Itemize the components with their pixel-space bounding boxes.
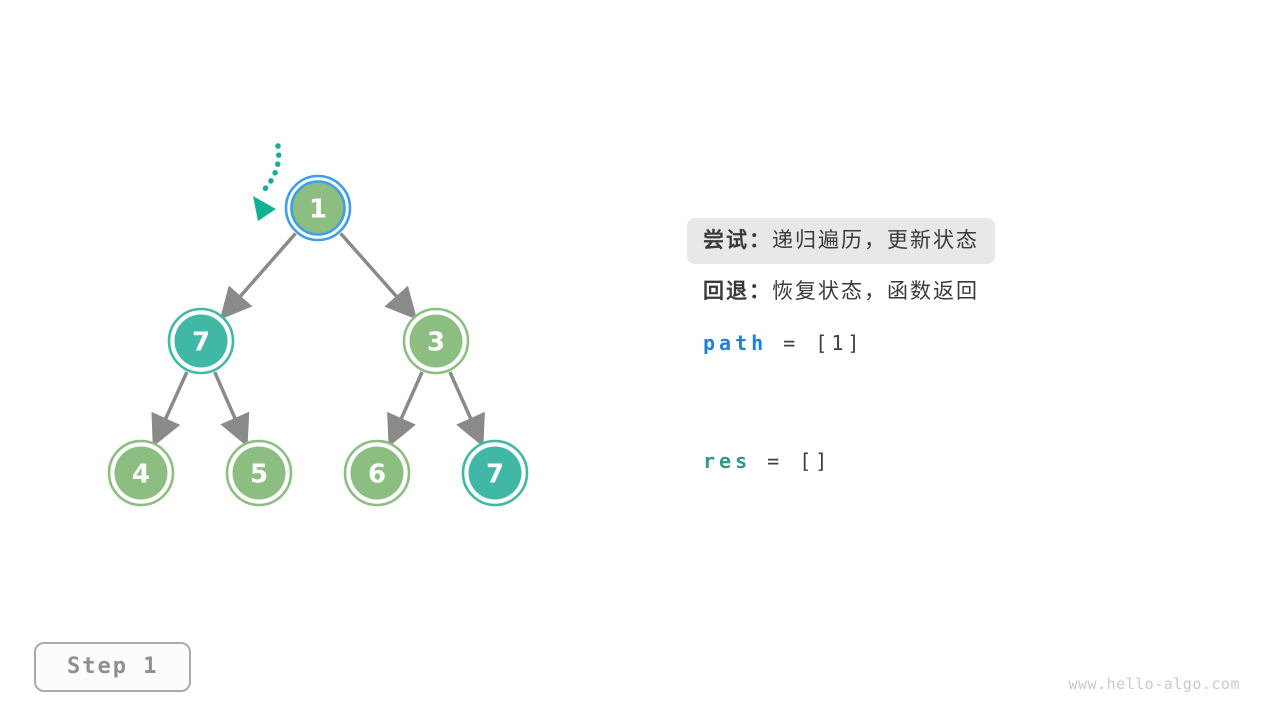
tree-node-4: 4 [107, 439, 175, 507]
node-circle [174, 314, 228, 368]
node-value: 6 [368, 459, 386, 489]
node-value: 1 [309, 194, 327, 224]
node-circle [468, 446, 522, 500]
pointer-arrowhead-icon [253, 196, 276, 221]
node-value: 4 [132, 459, 150, 489]
node-value: 5 [250, 459, 268, 489]
backtrack-label: 回退： [703, 280, 772, 303]
tree-node-6: 6 [343, 439, 411, 507]
path-variable-line: path = [1] [703, 331, 863, 355]
node-value: 7 [192, 327, 210, 357]
node-circle [350, 446, 404, 500]
try-label: 尝试： [703, 229, 772, 252]
tree-edges [151, 232, 485, 448]
try-text: 递归遍历，更新状态 [772, 229, 979, 252]
backtrack-callout: 回退：恢复状态，函数返回 [703, 269, 979, 315]
res-variable-value: = [] [751, 449, 832, 473]
backtrack-text: 恢复状态，函数返回 [772, 280, 979, 303]
node-circle [290, 180, 346, 236]
node-circle [232, 446, 286, 500]
try-callout: 尝试：递归遍历，更新状态 [687, 218, 995, 264]
tree-edge-n7l-n5 [213, 371, 250, 447]
tree-edge-n3-n7r [448, 371, 485, 447]
current-node-pointer-arrow [253, 143, 282, 221]
tree-edge-n7l-n4 [151, 371, 189, 448]
tree-edge-n3-n6 [387, 371, 424, 447]
watermark: www.hello-algo.com [1068, 675, 1240, 693]
node-value: 3 [427, 327, 445, 357]
binary-tree-diagram: 1 7 3 4 5 6 7 [107, 143, 529, 507]
tree-node-3: 3 [402, 307, 470, 375]
tree-node-7: 7 [167, 307, 235, 375]
node-circle [114, 446, 168, 500]
path-variable-value: = [1] [767, 331, 864, 355]
tree-node-5: 5 [225, 439, 293, 507]
res-variable-name: res [703, 449, 752, 473]
tree-node-1-current: 1 [284, 174, 352, 242]
tree-edge-n1-n3 [339, 232, 418, 320]
tree-edge-n1-n7l [219, 232, 297, 320]
node-circle [409, 314, 463, 368]
path-variable-name: path [703, 331, 768, 355]
tree-nodes: 1 7 3 4 5 6 7 [107, 174, 529, 507]
res-variable-line: res = [] [703, 449, 831, 473]
step-badge: Step 1 [34, 642, 192, 692]
node-value: 7 [486, 459, 504, 489]
pointer-dotted-trail [261, 143, 282, 193]
tree-node-7: 7 [461, 439, 529, 507]
